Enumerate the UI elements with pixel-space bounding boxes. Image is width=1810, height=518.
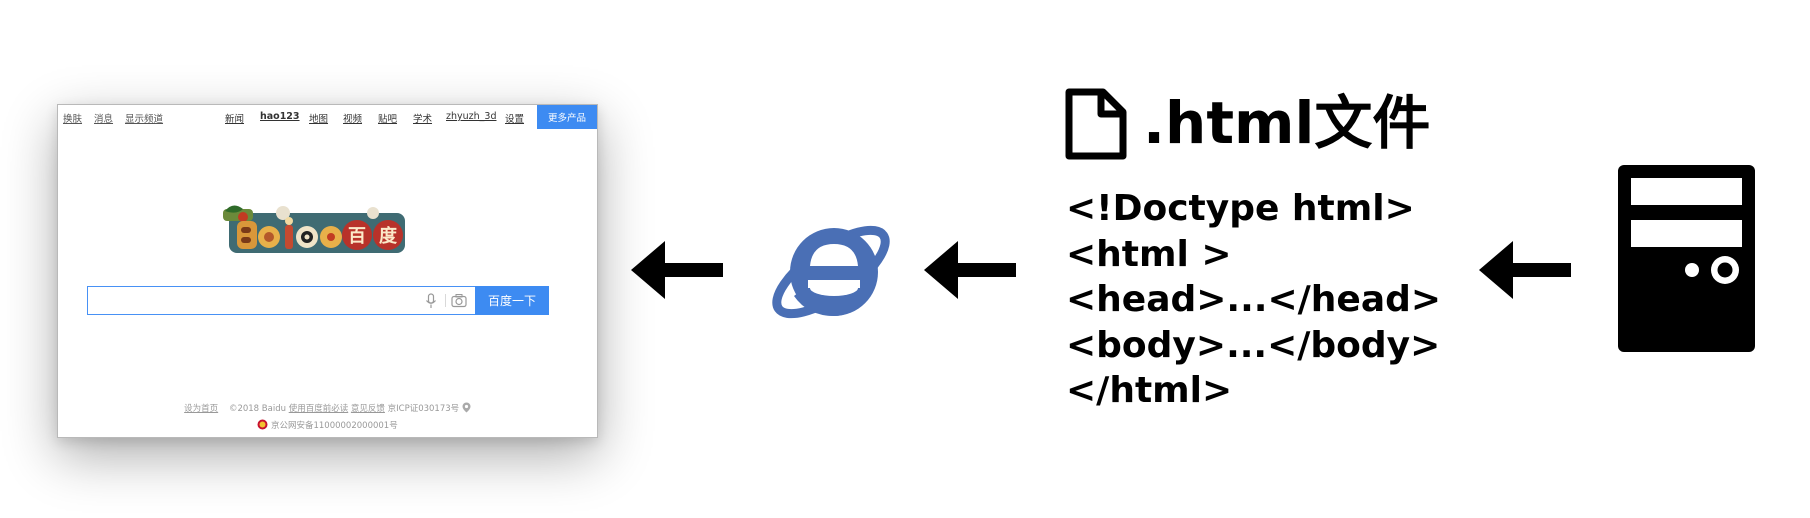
link-map[interactable]: 地图 [309,114,329,125]
svg-text:度: 度 [379,225,398,247]
browser-screenshot: 换肤 消息 显示频道 新闻 hao123 地图 视频 贴吧 学术 zhyuzh_… [57,104,598,438]
link-username[interactable]: zhyuzh_3d [446,111,497,122]
copyright-text: ©2018 Baidu [228,404,286,414]
internet-explorer-icon [772,225,890,319]
microphone-icon[interactable] [424,293,438,309]
footer-line-2: 京公网安备11000002000001号 [58,419,597,431]
svg-text:百: 百 [348,226,366,247]
camera-icon[interactable] [451,293,467,308]
footer-line-1: 设为首页 ©2018 Baidu 使用百度前必读 意见反馈 京ICP证03017… [58,402,597,414]
link-show-channels[interactable]: 显示频道 [125,114,164,125]
search-divider [445,294,446,307]
link-tieba[interactable]: 贴吧 [378,114,398,125]
link-set-home[interactable]: 设为首页 [184,404,219,414]
link-hao123[interactable]: hao123 [260,111,300,122]
file-title: .html文件 [1143,89,1431,157]
code-line: <body>...</body> [1066,324,1441,366]
more-products-button[interactable]: 更多产品 [537,105,597,129]
arrow-left-icon [631,241,723,299]
search-input[interactable] [87,286,476,315]
icp-text: 京ICP证030173号 [387,404,460,414]
arrow-left-icon [924,241,1016,299]
police-emblem-icon [257,419,268,430]
link-news[interactable]: 新闻 [225,114,245,125]
server-icon [1618,165,1755,352]
code-line: <head>...</head> [1066,279,1442,320]
code-line: </html> [1066,370,1233,411]
code-line: <!Doctype html> [1066,188,1415,229]
link-video[interactable]: 视频 [343,114,363,125]
link-settings[interactable]: 设置 [505,114,525,125]
search-button[interactable]: 百度一下 [475,286,549,315]
link-feedback[interactable]: 意见反馈 [350,404,385,414]
link-skin[interactable]: 换肤 [63,114,83,125]
file-icon [1065,88,1127,160]
code-line: <html > [1066,233,1232,275]
baidu-top-bar: 换肤 消息 显示频道 新闻 hao123 地图 视频 贴吧 学术 zhyuzh_… [58,105,597,129]
link-xueshu[interactable]: 学术 [413,114,433,125]
location-pin-icon [462,402,471,413]
baidu-doodle-logo: 百 度 [223,205,405,253]
link-messages[interactable]: 消息 [94,114,114,125]
link-must-read[interactable]: 使用百度前必读 [288,404,349,414]
police-record-text: 京公网安备11000002000001号 [270,421,398,431]
arrow-left-icon [1479,241,1571,299]
html-code-block: <!Doctype html><html ><head>...</head><b… [1066,186,1441,414]
